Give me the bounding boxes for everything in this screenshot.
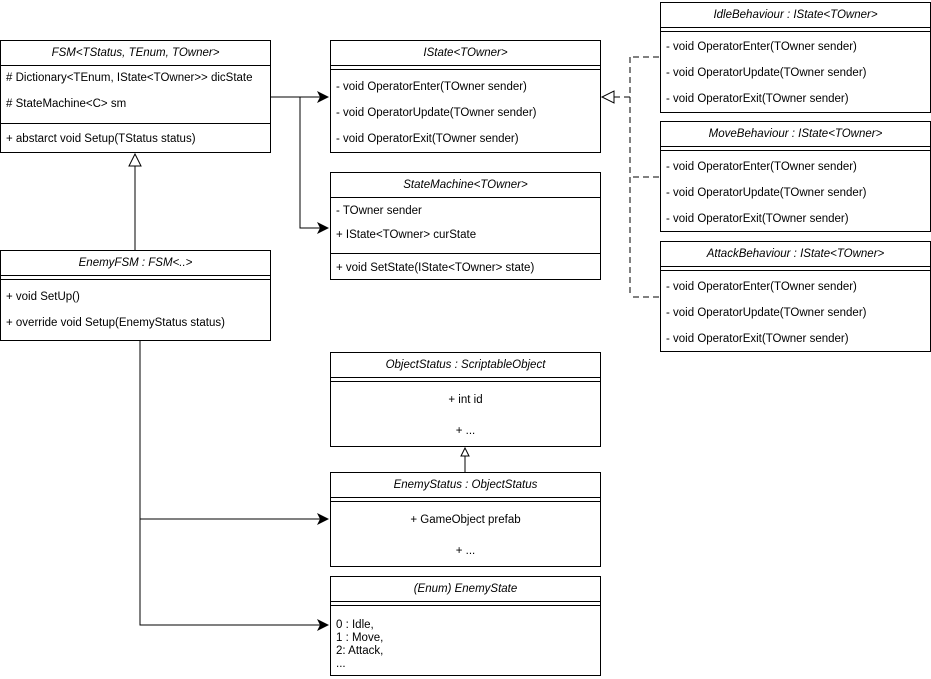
fsm-separator bbox=[1, 123, 270, 124]
attackbehaviour-separator bbox=[661, 267, 930, 271]
statemachine-method-setstate: + void SetState(IState<TOwner> state) bbox=[336, 262, 535, 274]
generalization-enemystatus-to-objectstatus bbox=[460, 446, 470, 472]
istate-method-exit: - void OperatorExit(TOwner sender) bbox=[336, 133, 519, 145]
enemystate-value-more: ... bbox=[336, 658, 346, 670]
movebehaviour-method-enter: - void OperatorEnter(TOwner sender) bbox=[666, 161, 857, 173]
attackbehaviour-method-enter: - void OperatorEnter(TOwner sender) bbox=[666, 281, 857, 293]
enemystate-value-idle: 0 : Idle, bbox=[336, 619, 374, 631]
class-istate[interactable]: IState<TOwner> - void OperatorEnter(TOwn… bbox=[330, 40, 601, 153]
idlebehaviour-method-update: - void OperatorUpdate(TOwner sender) bbox=[666, 67, 867, 79]
movebehaviour-separator bbox=[661, 147, 930, 151]
class-objectstatus[interactable]: ObjectStatus : ScriptableObject + int id… bbox=[330, 352, 601, 447]
class-fsm-title: FSM<TStatus, TEnum, TOwner> bbox=[1, 41, 270, 66]
class-statemachine-title: StateMachine<TOwner> bbox=[331, 173, 600, 198]
enemystate-value-attack: 2: Attack, bbox=[336, 645, 384, 657]
fsm-attribute-sm: # StateMachine<C> sm bbox=[6, 98, 127, 110]
enemystate-value-move: 1 : Move, bbox=[336, 632, 384, 644]
association-fsm-to-statemachine bbox=[299, 97, 329, 234]
class-enemystatus-title: EnemyStatus : ObjectStatus bbox=[331, 473, 600, 498]
association-enemyfsm-to-enemystate bbox=[139, 519, 329, 631]
class-enemystatus[interactable]: EnemyStatus : ObjectStatus + GameObject … bbox=[330, 472, 601, 567]
attackbehaviour-method-exit: - void OperatorExit(TOwner sender) bbox=[666, 333, 849, 345]
objectstatus-attribute-id: + int id bbox=[448, 394, 483, 406]
class-statemachine[interactable]: StateMachine<TOwner> - TOwner sender + I… bbox=[330, 172, 601, 280]
objectstatus-separator bbox=[331, 378, 600, 382]
statemachine-separator bbox=[331, 253, 600, 254]
generalization-enemyfsm-to-fsm bbox=[128, 152, 142, 250]
class-istate-title: IState<TOwner> bbox=[331, 41, 600, 66]
objectstatus-attribute-more: + ... bbox=[455, 425, 476, 437]
fsm-attribute-dicstate: # Dictionary<TEnum, IState<TOwner>> dicS… bbox=[6, 72, 253, 84]
enemystatus-attribute-prefab: + GameObject prefab bbox=[410, 514, 521, 526]
istate-separator bbox=[331, 66, 600, 70]
enemystatus-attribute-more: + ... bbox=[455, 545, 476, 557]
enemystatus-separator bbox=[331, 498, 600, 502]
fsm-method-setup: + abstarct void Setup(TStatus status) bbox=[6, 133, 196, 145]
class-enemystate[interactable]: (Enum) EnemyState 0 : Idle, 1 : Move, 2:… bbox=[330, 576, 601, 676]
istate-method-update: - void OperatorUpdate(TOwner sender) bbox=[336, 107, 537, 119]
attackbehaviour-method-update: - void OperatorUpdate(TOwner sender) bbox=[666, 307, 867, 319]
enemystate-separator bbox=[331, 602, 600, 606]
class-movebehaviour-title: MoveBehaviour : IState<TOwner> bbox=[661, 122, 930, 147]
enemyfsm-separator bbox=[1, 276, 270, 280]
istate-method-enter: - void OperatorEnter(TOwner sender) bbox=[336, 81, 527, 93]
class-enemystate-title: (Enum) EnemyState bbox=[331, 577, 600, 602]
class-idlebehaviour[interactable]: IdleBehaviour : IState<TOwner> - void Op… bbox=[660, 2, 931, 113]
idlebehaviour-separator bbox=[661, 28, 930, 32]
association-enemyfsm-to-enemystatus bbox=[139, 341, 329, 525]
class-attackbehaviour-title: AttackBehaviour : IState<TOwner> bbox=[661, 242, 930, 267]
class-objectstatus-title: ObjectStatus : ScriptableObject bbox=[331, 353, 600, 378]
enemyfsm-method-setup: + void SetUp() bbox=[6, 291, 80, 303]
class-attackbehaviour[interactable]: AttackBehaviour : IState<TOwner> - void … bbox=[660, 241, 931, 352]
realization-behaviours-to-istate bbox=[600, 56, 659, 298]
movebehaviour-method-update: - void OperatorUpdate(TOwner sender) bbox=[666, 187, 867, 199]
class-fsm[interactable]: FSM<TStatus, TEnum, TOwner> # Dictionary… bbox=[0, 40, 271, 153]
idlebehaviour-method-enter: - void OperatorEnter(TOwner sender) bbox=[666, 41, 857, 53]
class-idlebehaviour-title: IdleBehaviour : IState<TOwner> bbox=[661, 3, 930, 28]
class-enemyfsm[interactable]: EnemyFSM : FSM<..> + void SetUp() + over… bbox=[0, 250, 271, 341]
class-movebehaviour[interactable]: MoveBehaviour : IState<TOwner> - void Op… bbox=[660, 121, 931, 232]
movebehaviour-method-exit: - void OperatorExit(TOwner sender) bbox=[666, 213, 849, 225]
idlebehaviour-method-exit: - void OperatorExit(TOwner sender) bbox=[666, 93, 849, 105]
statemachine-attribute-curstate: + IState<TOwner> curState bbox=[336, 229, 477, 241]
enemyfsm-method-override-setup: + override void Setup(EnemyStatus status… bbox=[6, 317, 225, 329]
statemachine-attribute-sender: - TOwner sender bbox=[336, 205, 422, 217]
class-enemyfsm-title: EnemyFSM : FSM<..> bbox=[1, 251, 270, 276]
